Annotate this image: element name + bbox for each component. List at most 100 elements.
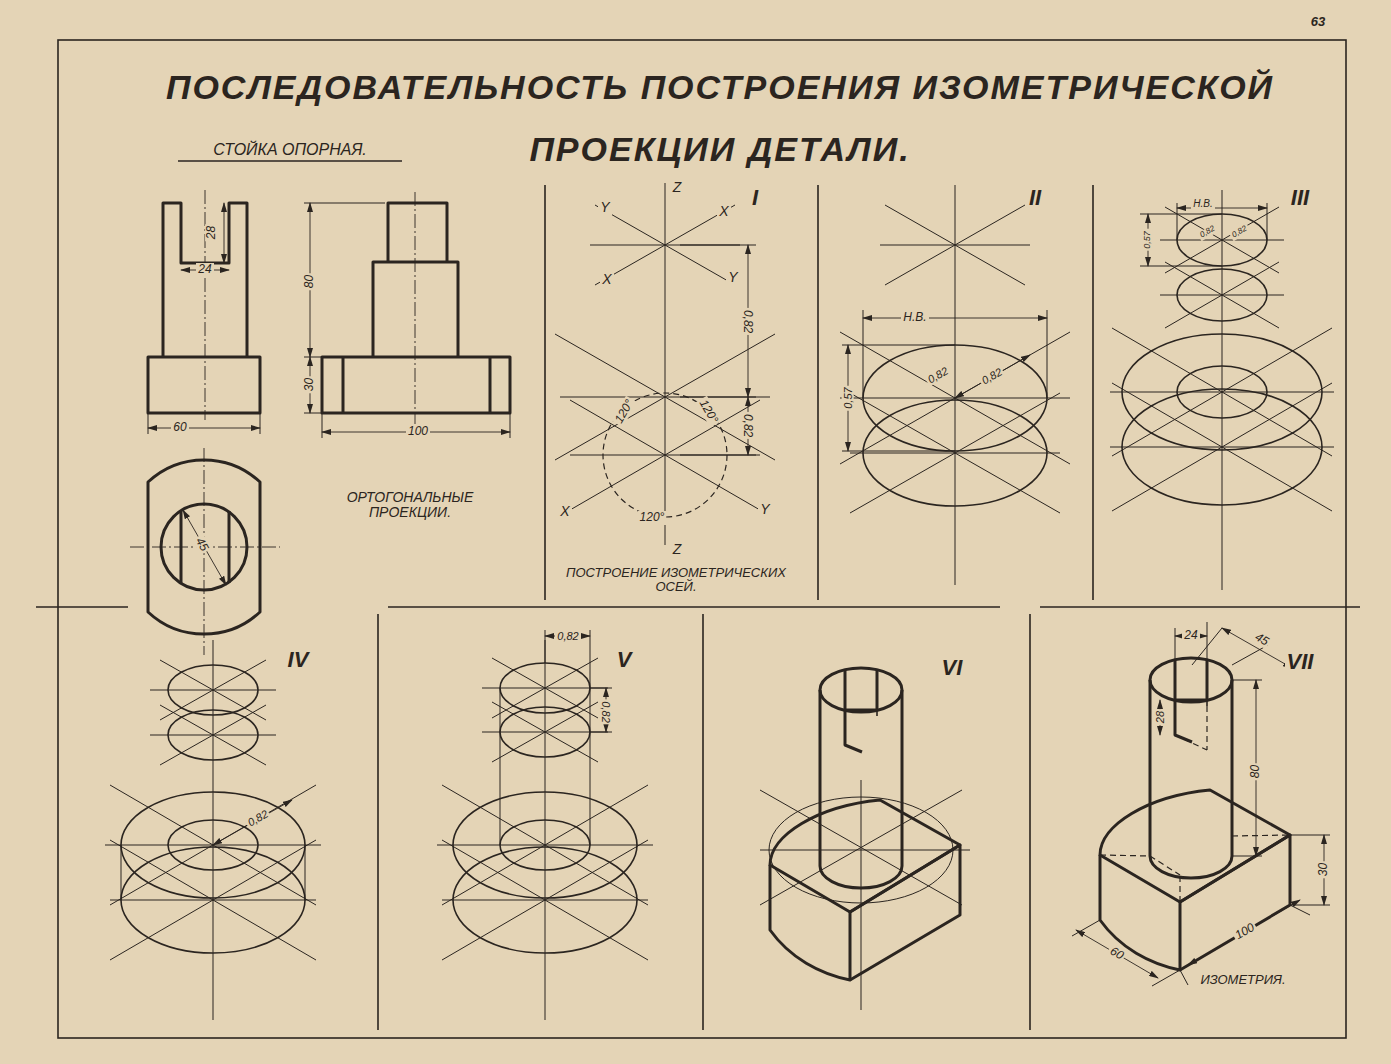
- step-number: IV: [286, 648, 311, 672]
- drawing-path: [343, 357, 490, 413]
- axis-name: X: [558, 504, 571, 519]
- dimension: 28: [1154, 709, 1166, 725]
- angle-mark: 120°: [638, 511, 667, 524]
- axis-name: Z: [671, 542, 684, 557]
- drawing-path: [1160, 207, 1284, 328]
- drawing-path: [545, 185, 1093, 600]
- dimension: 28: [205, 224, 218, 241]
- drawing-path: [150, 660, 276, 765]
- dimension: 0,82: [741, 308, 754, 335]
- drawing-g: [760, 668, 970, 1010]
- drawing-path: [545, 630, 590, 688]
- page-number: 63: [1309, 15, 1327, 29]
- step-caption: ПОСТРОЕНИЕ ИЗОМЕТРИЧЕСКИХ ОСЕЙ.: [559, 566, 793, 595]
- drawing-path: [1076, 930, 1158, 978]
- drawing-path: [1222, 628, 1292, 668]
- drawing-path: [148, 428, 260, 429]
- drawing-path: [388, 261, 447, 262]
- drawing-path: [322, 413, 510, 438]
- drawing-path: [378, 614, 1030, 1030]
- dimension: 24: [1182, 629, 1199, 642]
- step-number: III: [1289, 186, 1311, 210]
- dimension: Н.В.: [1191, 198, 1214, 209]
- dimension: 0,57: [1143, 229, 1153, 251]
- drawing-path: [1175, 622, 1207, 675]
- axis-name: Y: [758, 502, 771, 517]
- drawing-path: [36, 606, 1360, 608]
- drawing-path: [482, 658, 608, 762]
- poster-title: ПОСЛЕДОВАТЕЛЬНОСТЬ ПОСТРОЕНИЯ ИЗОМЕТРИЧЕ…: [110, 56, 1330, 180]
- part-name: СТОЙКА ОПОРНАЯ.: [211, 141, 369, 159]
- drawing-use: [770, 668, 960, 980]
- drawing-path: [148, 413, 260, 434]
- drawing-use: [1100, 658, 1290, 970]
- drawing-path: [1290, 835, 1330, 905]
- drawing-path: [1188, 900, 1300, 965]
- dimension: 0,82: [978, 364, 1006, 387]
- axis-name: Y: [726, 270, 739, 285]
- view-caption: ОРТОГОНАЛЬНЫЕ ПРОЕКЦИИ.: [323, 490, 497, 521]
- drawing-path: [213, 640, 214, 1020]
- axis-name: Z: [671, 180, 684, 195]
- dimension: 0,82: [1197, 223, 1218, 240]
- drawing-path: [373, 203, 458, 357]
- step-number: VII: [1285, 650, 1316, 674]
- drawing-path: [955, 185, 956, 585]
- step-number: II: [1027, 186, 1043, 210]
- drawing-rect: [322, 357, 510, 413]
- dimension: Н.В.: [901, 311, 928, 324]
- drawing-path: [842, 345, 955, 451]
- drawing-rect: [58, 40, 1346, 1038]
- drawing-path: [955, 355, 1030, 398]
- step-number: V: [615, 648, 634, 672]
- drawing-path: [415, 192, 416, 424]
- axis-name: X: [717, 204, 730, 219]
- drawing-path: [183, 510, 226, 585]
- dimension: 30: [1317, 861, 1330, 878]
- angle-mark: 120°: [611, 396, 637, 428]
- drawing-path: [304, 203, 385, 413]
- drawing-path: [121, 845, 305, 900]
- dimension: 80: [1249, 763, 1262, 780]
- drawing-rect: [148, 357, 260, 413]
- dimension: 100: [1231, 920, 1258, 943]
- drawing-path: [680, 245, 756, 455]
- dimension: 24: [196, 263, 213, 276]
- angle-mark: 120°: [695, 396, 721, 428]
- drawing-path: [1110, 328, 1334, 511]
- drawing-path: [178, 160, 402, 162]
- dimension: 0,82: [600, 699, 612, 724]
- step-number: VI: [940, 656, 965, 680]
- drawing-path: [1072, 920, 1180, 986]
- drawing-path: [863, 318, 1047, 319]
- dimension: 60: [171, 421, 188, 434]
- dimension: 0,82: [244, 806, 272, 829]
- drawing-path: [1222, 190, 1223, 590]
- drawing-path: [840, 332, 1070, 513]
- drawing-path: [1232, 680, 1262, 856]
- drawing-path: [500, 688, 590, 845]
- view-caption: ИЗОМЕТРИЯ.: [1199, 973, 1288, 987]
- step-number: I: [750, 186, 760, 210]
- dimension: 0,82: [741, 412, 754, 439]
- dimension: 30: [303, 376, 316, 393]
- drawing-path: [1177, 203, 1267, 240]
- drawing-path: [545, 640, 546, 1020]
- dimension: 45: [192, 534, 212, 556]
- dimension: 0,82: [924, 363, 952, 386]
- dimension: 0,57: [842, 385, 854, 410]
- drawing-g: [1100, 658, 1290, 970]
- dimension: 0,82: [555, 630, 580, 642]
- drawing-path: [224, 203, 225, 263]
- axis-name: X: [600, 272, 613, 287]
- drawing-path: [213, 800, 292, 845]
- drawing-path: [760, 780, 970, 1010]
- dimension: 80: [303, 273, 316, 290]
- drawing-path: [437, 785, 653, 960]
- dimension: 0,82: [1229, 223, 1250, 240]
- drawing-path: [105, 785, 321, 960]
- drawing-path: [590, 688, 612, 732]
- dimension: 100: [406, 425, 430, 438]
- drawing-path: [665, 183, 666, 545]
- drawing-path: [130, 448, 280, 655]
